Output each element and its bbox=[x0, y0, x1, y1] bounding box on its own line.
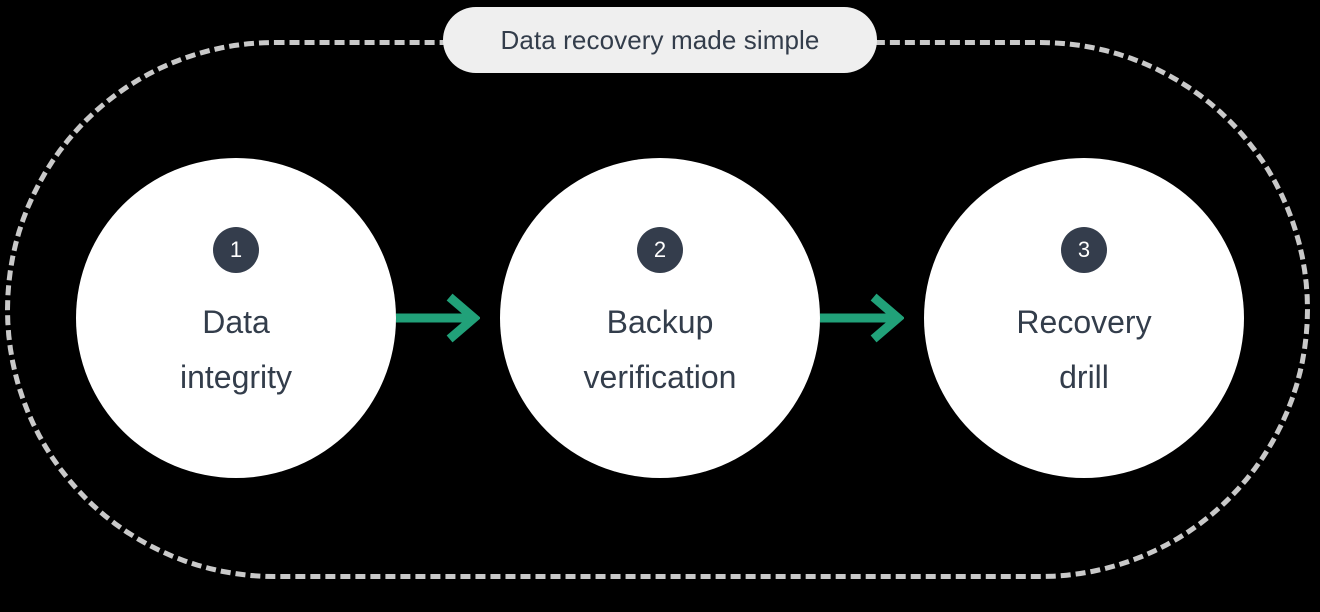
arrow-right-icon-1 bbox=[396, 293, 480, 343]
process-flow: 1 Data integrity 2 Backup verification bbox=[0, 158, 1320, 478]
step-number-badge-1: 1 bbox=[213, 227, 259, 273]
flow-node-recovery-drill[interactable]: 3 Recovery drill bbox=[924, 158, 1244, 478]
step-label-1: Data integrity bbox=[179, 304, 293, 396]
title-pill: Data recovery made simple bbox=[443, 7, 877, 73]
step-number-badge-2: 2 bbox=[637, 227, 683, 273]
flow-node-backup-verification[interactable]: 2 Backup verification bbox=[500, 158, 820, 478]
page-title: Data recovery made simple bbox=[500, 24, 820, 55]
step-label-3: Recovery drill bbox=[1016, 304, 1152, 396]
arrow-right-icon-2 bbox=[820, 293, 904, 343]
flow-node-data-integrity[interactable]: 1 Data integrity bbox=[76, 158, 396, 478]
step-label-2: Backup verification bbox=[583, 304, 737, 396]
step-number-badge-3: 3 bbox=[1061, 227, 1107, 273]
